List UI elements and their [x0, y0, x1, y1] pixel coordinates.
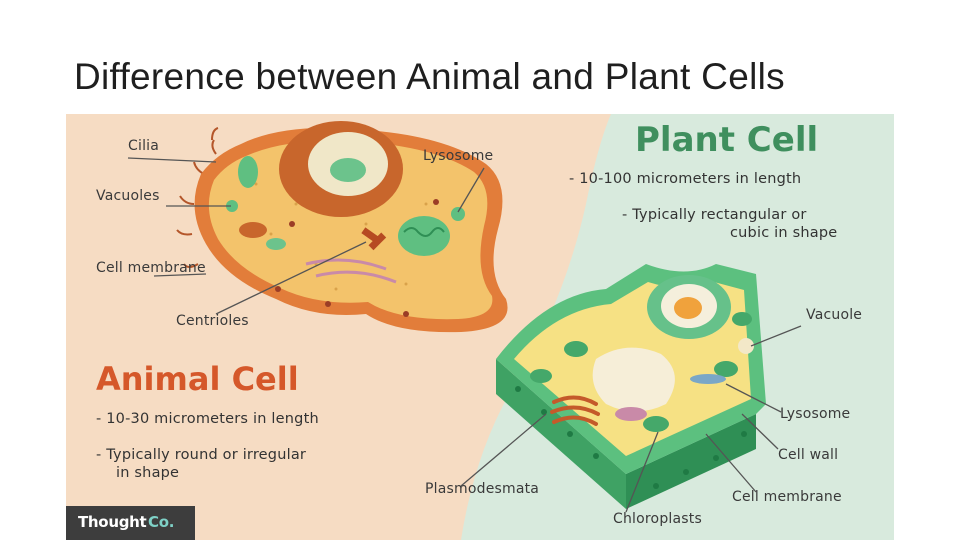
leader-plant-cell-membrane [705, 433, 757, 493]
leader-cell-membrane [153, 273, 207, 277]
label-chloroplasts: Chloroplasts [613, 511, 702, 527]
plant-cell-wall-side [496, 359, 626, 509]
slide-title: Difference between Animal and Plant Cell… [74, 56, 785, 97]
leader-plasmodesmata [460, 413, 547, 487]
animal-vacuole-3 [266, 238, 286, 250]
animal-lysosome [451, 207, 465, 221]
animal-leader-lines [127, 157, 485, 315]
animal-vacuole-2 [239, 222, 267, 238]
plant-lysosome [738, 338, 754, 354]
plant-bullet-length: - 10-100 micrometers in length [569, 171, 802, 187]
brand-part-2: Co. [148, 513, 175, 531]
plant-er [690, 374, 726, 384]
animal-heading: Animal Cell [96, 360, 299, 398]
cell-illustration [66, 114, 894, 540]
plant-leader-lines [460, 325, 802, 513]
leader-vacuole [750, 325, 802, 347]
animal-cell-diagram [176, 121, 508, 333]
leader-lysosome [457, 167, 485, 213]
animal-nucleolus [330, 158, 366, 182]
label-cilia: Cilia [128, 138, 160, 154]
animal-bullet-shape-cont: in shape [116, 465, 180, 481]
animal-cytoplasm [208, 140, 493, 320]
label-cell-wall: Cell wall [778, 447, 839, 463]
label-centrioles: Centrioles [176, 313, 249, 329]
label-animal-lysosome: Lysosome [423, 148, 494, 164]
animal-centrioles [361, 227, 387, 251]
plant-cell-diagram [496, 264, 766, 509]
animal-vacuole [226, 200, 238, 212]
label-vacuole: Vacuole [806, 307, 863, 323]
label-vacuoles: Vacuoles [96, 188, 160, 204]
leader-plant-lysosome [725, 383, 782, 413]
label-plant-lysosome: Lysosome [780, 406, 851, 422]
animal-bullet-length: - 10-30 micrometers in length [96, 411, 319, 427]
plant-bullet-shape-cont: cubic in shape [730, 225, 838, 241]
leader-centrioles [215, 241, 367, 315]
thoughtco-logo: Thought Co. [66, 506, 195, 540]
cell-comparison-figure: Cilia Vacuoles Cell membrane Centrioles … [66, 114, 894, 540]
plant-bullet-shape: - Typically rectangular or [622, 207, 807, 223]
animal-mitochondrion-2 [238, 156, 258, 188]
plant-nucleolus [674, 297, 702, 319]
label-plant-cell-membrane: Cell membrane [732, 489, 842, 505]
label-plasmodesmata: Plasmodesmata [425, 481, 540, 497]
plant-vacuole [592, 347, 675, 412]
animal-bullet-shape: - Typically round or irregular [96, 447, 307, 463]
plant-heading: Plant Cell [635, 120, 819, 160]
leader-chloroplasts [625, 431, 659, 513]
plant-chloroplasts [530, 312, 752, 432]
leader-cell-wall [741, 413, 779, 450]
label-animal-cell-membrane: Cell membrane [96, 260, 206, 276]
cilia-fringe [176, 127, 219, 268]
brand-part-1: Thought [78, 513, 147, 531]
leader-cilia [127, 157, 217, 163]
